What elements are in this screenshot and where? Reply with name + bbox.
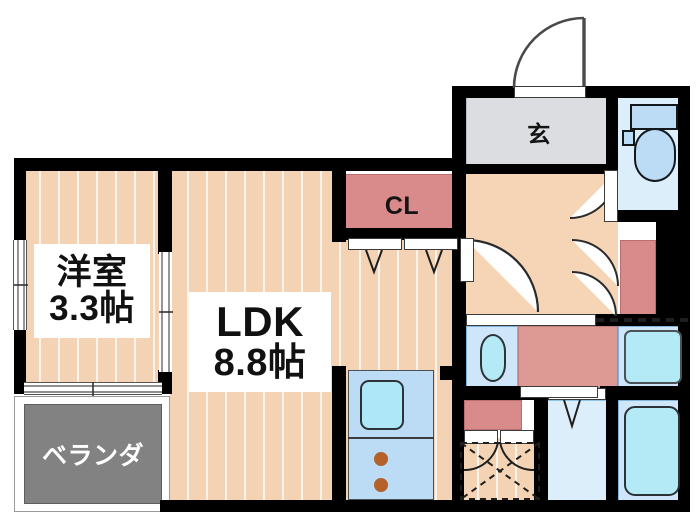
wall-closet-right — [452, 158, 466, 242]
bathtub — [624, 406, 680, 496]
toilet-lever — [622, 130, 635, 146]
storage-door-right[interactable] — [500, 430, 534, 444]
washroom-counter — [518, 326, 618, 388]
wall-storage-left — [452, 392, 464, 512]
wall-kitchen-bottom-fill — [440, 366, 466, 380]
window-washitsu[interactable] — [13, 240, 27, 330]
wall-genkan-bottom — [460, 164, 612, 174]
wall-entrance-right — [678, 86, 690, 216]
entrance-door-panel[interactable] — [514, 86, 586, 98]
wall-outer-left — [14, 158, 26, 240]
kitchen-divider — [348, 437, 434, 439]
washroom-bottom-door[interactable] — [520, 386, 598, 398]
washer-space-floor — [546, 400, 614, 502]
wall-hall-right — [656, 216, 690, 320]
wall-kitchen-partition — [332, 366, 346, 512]
western-room-area: 3.3帖 — [49, 289, 135, 328]
kitchen-sink-basin — [360, 380, 404, 430]
closet-label: CL — [344, 174, 460, 238]
stove-burner-2 — [374, 478, 388, 492]
stove-burner-1 — [374, 452, 388, 466]
under-stair-storage-floor — [460, 438, 540, 502]
balcony-sliding-door[interactable] — [24, 382, 162, 395]
storage-shelf — [464, 400, 522, 430]
wall-storage-right — [534, 392, 548, 512]
washroom-sliding-door[interactable] — [466, 314, 596, 326]
sliding-door-rooms[interactable] — [159, 252, 172, 372]
shower-tray — [624, 330, 682, 384]
entrance-label: 玄 — [466, 96, 612, 168]
ldk-label: LDK 8.8帖 — [189, 292, 331, 392]
balcony-text: ベランダ — [41, 442, 144, 470]
closet-door-left[interactable] — [348, 238, 402, 250]
western-room-name: 洋室 — [56, 253, 128, 293]
wall-outer-left-lower — [14, 330, 26, 392]
toilet-bowl — [634, 128, 676, 182]
ldk-door-panel[interactable] — [460, 238, 474, 282]
wall-between-rooms — [158, 158, 172, 254]
balcony-floor — [24, 404, 162, 504]
wall-ldk-right-upper — [332, 158, 346, 242]
closet-door-right[interactable] — [404, 238, 458, 250]
ldk-area: 8.8帖 — [213, 342, 307, 385]
wall-washer-bath-divider — [606, 386, 618, 512]
balcony-label: ベランダ — [24, 404, 162, 504]
wall-washroom-bottom-2 — [600, 386, 690, 400]
hall-closet-right — [620, 240, 656, 318]
toilet-door-panel[interactable] — [604, 170, 618, 222]
entrance-text: 玄 — [527, 121, 551, 147]
wall-top-left — [14, 158, 460, 171]
toilet-tank — [630, 104, 678, 130]
western-room-label: 洋室 3.3帖 — [34, 244, 150, 338]
washbasin-bowl — [480, 334, 506, 382]
ldk-name: LDK — [216, 298, 304, 346]
storage-door-left[interactable] — [464, 430, 498, 444]
wall-under-closet — [332, 228, 464, 240]
wall-entrance-left — [452, 86, 466, 174]
wall-ldk-bottom — [160, 500, 462, 512]
closet-text: CL — [384, 191, 420, 220]
wall-bottom-right — [452, 500, 690, 512]
hall-floor — [466, 168, 618, 320]
